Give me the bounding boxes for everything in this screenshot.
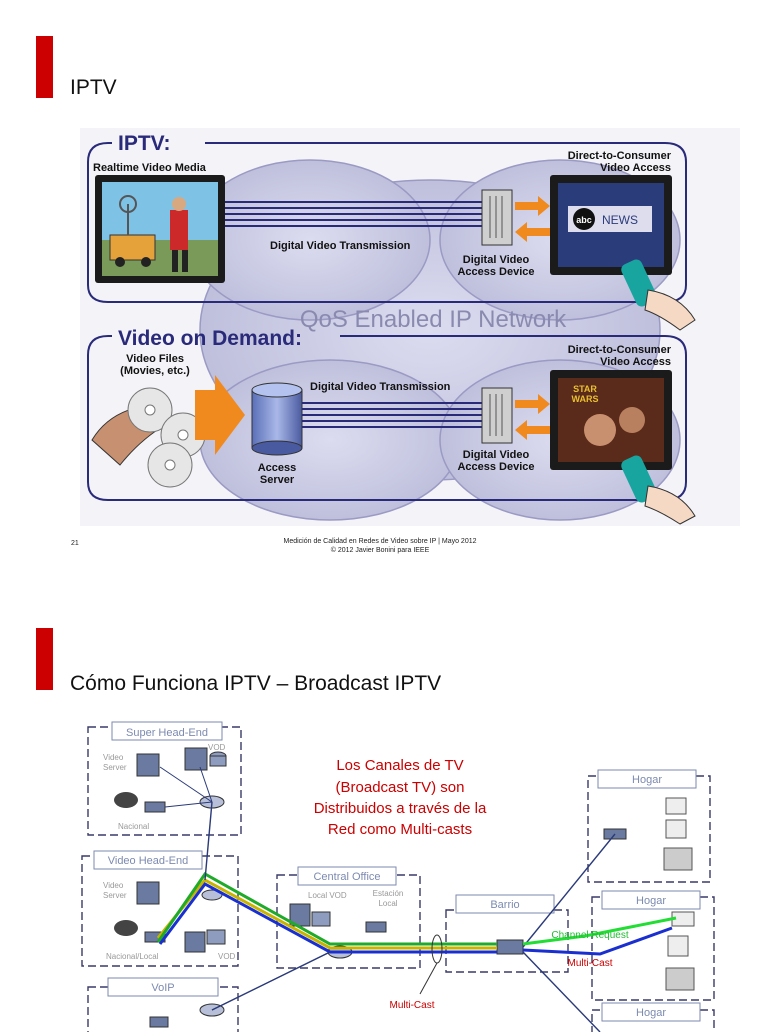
super-head-end-devices: [114, 747, 227, 813]
voip-label: VoIP: [151, 982, 174, 994]
remote-control-2: [621, 455, 696, 525]
access-device-label-1b: Access Device: [457, 266, 534, 278]
channel-request-label: Channel Request: [551, 930, 628, 941]
caption-line-3: Distribuidos a través de la: [314, 800, 487, 817]
tv-logo-abc: abc: [576, 215, 592, 225]
central-office-label: Central Office: [313, 871, 380, 883]
video-server-2b: Server: [103, 891, 127, 900]
transmission-lines-2: [302, 402, 482, 428]
realtime-monitor: [95, 175, 225, 283]
tv-starwars: STAR WARS: [550, 370, 672, 470]
page-number: 21: [71, 540, 79, 547]
multicast-label-bottom: Multi-Cast: [389, 1000, 434, 1011]
qos-label: QoS Enabled IP Network: [300, 306, 567, 333]
nacional-local-label: Nacional/Local: [106, 952, 159, 961]
estacion-label-a: Estación: [373, 889, 404, 898]
network-links: [204, 801, 616, 1032]
caption-line-4: Red como Multi-casts: [328, 821, 472, 838]
access-device-label-2a: Digital Video: [463, 449, 530, 461]
home-multicast-line: [522, 926, 673, 956]
video-files-label-b: (Movies, etc.): [120, 365, 190, 377]
access-server: [251, 382, 303, 456]
tv-logo-news: NEWS: [602, 213, 638, 227]
multicast-streams: [156, 872, 497, 954]
transmission-lines-1: [225, 201, 482, 227]
footer-line-2: © 2012 Javier Bonini para IEEE: [330, 547, 430, 554]
bidirectional-arrows-1: [515, 196, 550, 242]
iptv-diagram: IPTV: Realtime Video Media Direct-to-Con…: [80, 128, 740, 526]
barrio-label: Barrio: [490, 899, 519, 911]
caption-line-2: (Broadcast TV) son: [336, 779, 465, 796]
iptv-frame: [87, 142, 687, 303]
estacion-label-b: Local: [378, 899, 397, 908]
vod-label-2: VOD: [218, 952, 236, 961]
video-server-1b: Server: [103, 763, 127, 772]
super-head-end-label: Super Head-End: [126, 727, 208, 739]
slide2-accent-bar: [36, 628, 53, 690]
orange-arrow-to-server: [195, 375, 245, 455]
access-device-1: [481, 189, 513, 246]
hogar-label-3: Hogar: [636, 1007, 666, 1019]
bidirectional-arrows-2: [515, 394, 550, 440]
footer-line-1: Medición de Calidad en Redes de Video so…: [283, 538, 477, 545]
channel-request-line: [522, 916, 677, 946]
access-device-label-1a: Digital Video: [463, 254, 530, 266]
video-server-1a: Video: [103, 753, 124, 762]
video-head-end-label: Video Head-End: [108, 855, 189, 867]
access-device-label-2b: Access Device: [457, 461, 534, 473]
transmission-label-1: Digital Video Transmission: [270, 240, 411, 252]
vod-label-1: VOD: [208, 743, 226, 752]
direct-consumer-1: Direct-to-Consumer: [568, 150, 672, 162]
direct-consumer-2: Direct-to-Consumer: [568, 344, 672, 356]
hogar-label-1: Hogar: [632, 774, 662, 786]
vod-label: Video on Demand:: [118, 327, 302, 350]
video-discs: [91, 387, 206, 488]
hogar-2-devices: [665, 911, 695, 991]
tv-logo-wars: WARS: [572, 394, 599, 404]
slide1-footer: Medición de Calidad en Redes de Video so…: [230, 537, 530, 555]
video-access-1: Video Access: [600, 162, 671, 174]
hogar-label-2: Hogar: [636, 895, 666, 907]
local-vod-label: Local VOD: [308, 891, 347, 900]
video-access-2: Video Access: [600, 356, 671, 368]
vod-frame: [87, 335, 687, 501]
slide1-title: IPTV: [70, 76, 117, 99]
video-head-end-box: [81, 855, 239, 967]
transmission-label-2: Digital Video Transmission: [310, 381, 451, 393]
broadcast-iptv-diagram: Super Head-End Video Server VOD Nacional…: [81, 721, 715, 1032]
barrio-device: [496, 939, 524, 955]
slide2-title: Cómo Funciona IPTV – Broadcast IPTV: [70, 672, 442, 695]
tv-news: abc NEWS: [550, 175, 672, 275]
access-server-label-a: Access: [258, 462, 297, 474]
access-device-2: [481, 387, 513, 444]
hogar-box-2: [591, 896, 715, 1001]
iptv-label: IPTV:: [118, 132, 171, 155]
multicast-label-right: Multi-Cast: [567, 958, 612, 969]
video-files-label-a: Video Files: [126, 353, 184, 365]
tv-logo-star: STAR: [573, 384, 597, 394]
caption-line-1: Los Canales de TV: [336, 757, 463, 774]
hogar-1-devices: [603, 797, 693, 871]
video-head-end-devices: [114, 881, 226, 953]
slide1-accent-bar: [36, 36, 53, 98]
access-server-label-b: Server: [260, 474, 295, 486]
video-server-2a: Video: [103, 881, 124, 890]
remote-control-1: [621, 259, 696, 331]
realtime-label: Realtime Video Media: [93, 162, 207, 174]
nacional-label: Nacional: [118, 822, 149, 831]
